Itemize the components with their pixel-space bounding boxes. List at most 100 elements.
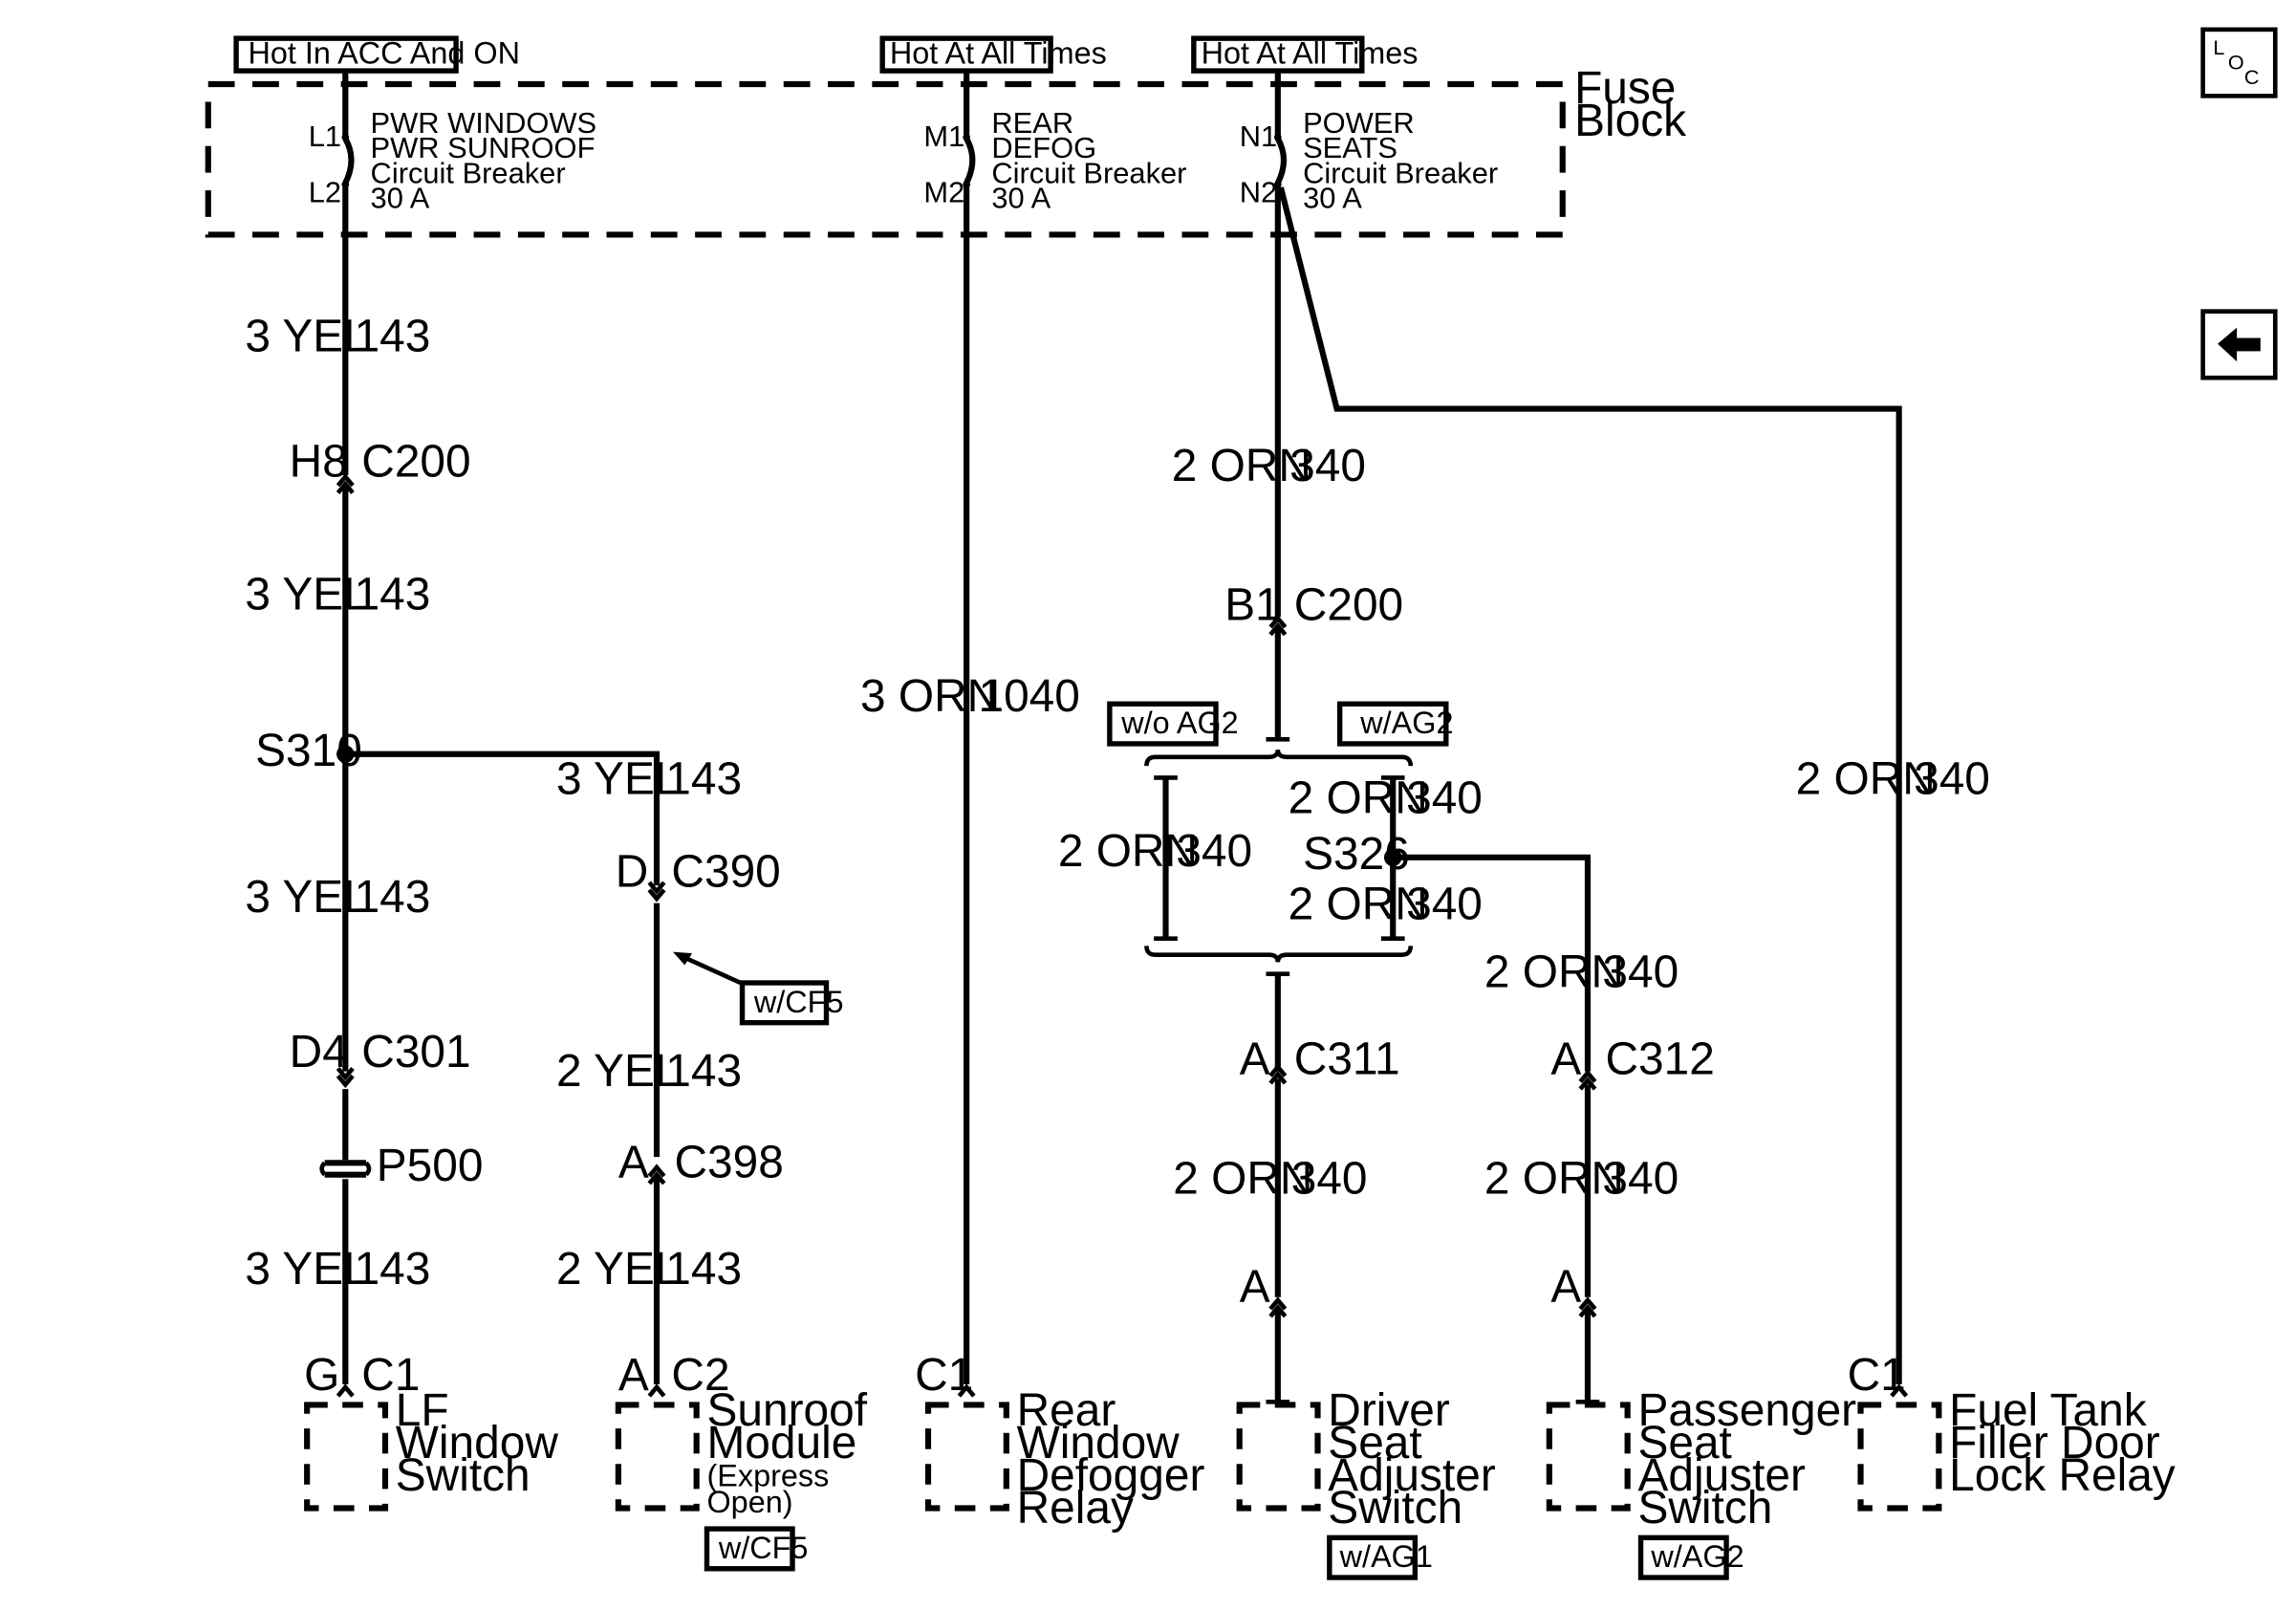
power-label-hot-2: Hot At All Times bbox=[1191, 35, 1419, 74]
wire-circuit-143-7: 143 bbox=[665, 1244, 742, 1295]
wire-label-yel-3: 3 YEL bbox=[245, 872, 368, 923]
wire-143-branch bbox=[345, 751, 661, 886]
svg-text:B1: B1 bbox=[1224, 579, 1281, 630]
svg-text:340: 340 bbox=[1406, 772, 1483, 823]
svg-text:Switch: Switch bbox=[396, 1450, 531, 1501]
breaker-rear-defog: M1 M2 REAR DEFOG Circuit Breaker 30 A bbox=[923, 71, 1186, 215]
svg-text:(Express: (Express bbox=[706, 1458, 829, 1492]
wire-label-orn-1040: 3 ORN bbox=[860, 671, 1000, 722]
svg-text:Circuit Breaker: Circuit Breaker bbox=[991, 156, 1186, 189]
svg-text:30 A: 30 A bbox=[1303, 182, 1362, 215]
back-button[interactable] bbox=[2200, 309, 2278, 381]
power-label-acc-on: Hot In ACC And ON bbox=[233, 35, 520, 74]
svg-text:Lock Relay: Lock Relay bbox=[1949, 1450, 2176, 1501]
svg-text:POWER: POWER bbox=[1303, 106, 1415, 140]
svg-text:Adjuster: Adjuster bbox=[1328, 1450, 1496, 1501]
svg-text:Circuit Breaker: Circuit Breaker bbox=[371, 156, 566, 189]
wire-label-orn-pass-2: 2 ORN bbox=[1484, 1154, 1624, 1205]
svg-text:L1: L1 bbox=[309, 120, 341, 153]
svg-text:O: O bbox=[2228, 51, 2244, 75]
wire-circuit-143-2: 143 bbox=[355, 569, 431, 620]
wire-circuit-143-1: 143 bbox=[355, 311, 431, 361]
connector-c301-d4: D4 C301 bbox=[290, 1027, 471, 1089]
svg-text:30 A: 30 A bbox=[371, 182, 430, 215]
svg-text:DEFOG: DEFOG bbox=[991, 131, 1096, 164]
svg-text:Window: Window bbox=[1017, 1418, 1180, 1469]
option-w-ag1-badge: w/AG1 bbox=[1327, 1534, 1433, 1580]
connector-c200-b1: B1 C200 bbox=[1224, 579, 1403, 637]
svg-text:Rear: Rear bbox=[1017, 1385, 1116, 1436]
svg-text:w/AG2: w/AG2 bbox=[1650, 1539, 1744, 1574]
svg-text:w/AG1: w/AG1 bbox=[1339, 1539, 1433, 1574]
svg-text:C311: C311 bbox=[1294, 1034, 1400, 1085]
wire-circuit-1040: 1040 bbox=[978, 671, 1079, 722]
wire-circuit-340-1: 340 bbox=[1289, 441, 1366, 491]
wire-circuit-143-4: 143 bbox=[355, 1244, 431, 1295]
option-wo-ag2: w/o AG2 bbox=[1107, 701, 1239, 747]
svg-text:PWR WINDOWS: PWR WINDOWS bbox=[371, 106, 597, 140]
svg-text:M2: M2 bbox=[923, 175, 964, 208]
svg-text:Relay: Relay bbox=[1017, 1483, 1134, 1534]
svg-text:C1: C1 bbox=[915, 1350, 973, 1401]
svg-text:Seat: Seat bbox=[1637, 1418, 1731, 1469]
option-w-ag2-badge: w/AG2 bbox=[1637, 1534, 1744, 1580]
svg-text:w/AG2: w/AG2 bbox=[1359, 706, 1453, 740]
component-fuel-tank-filler-door-lock-relay: C1 Fuel Tank Filler Door Lock Relay bbox=[1848, 1350, 2176, 1512]
svg-text:2 ORN: 2 ORN bbox=[1289, 880, 1428, 930]
svg-text:30 A: 30 A bbox=[991, 182, 1051, 215]
component-passenger-seat-adjuster-switch: A Passenger Seat Adjuster Switch bbox=[1546, 1261, 1856, 1534]
svg-text:Switch: Switch bbox=[1637, 1483, 1772, 1534]
svg-text:P500: P500 bbox=[377, 1141, 484, 1191]
wire-label-yel-1: 3 YEL bbox=[245, 311, 368, 361]
svg-text:Open): Open) bbox=[706, 1485, 792, 1519]
wire-label-yel-6: 2 YEL bbox=[556, 1046, 680, 1097]
svg-text:A: A bbox=[1240, 1261, 1270, 1312]
svg-text:A: A bbox=[1550, 1034, 1581, 1085]
connector-c312-a: A C312 bbox=[1550, 1034, 1715, 1091]
component-rear-window-defogger-relay: C1 Rear Window Defogger Relay bbox=[915, 1350, 1204, 1534]
loc-icon: L bbox=[2213, 35, 2224, 59]
power-label-hot-1: Hot At All Times bbox=[879, 35, 1107, 74]
option-brace-bottom bbox=[1144, 946, 1414, 963]
svg-text:w/CF5: w/CF5 bbox=[753, 985, 844, 1019]
wire-circuit-143-5: 143 bbox=[665, 753, 742, 804]
wire-label-yel-2: 3 YEL bbox=[245, 569, 368, 620]
wire-circuit-143-6: 143 bbox=[665, 1046, 742, 1097]
fuse-block-title-2: Block bbox=[1574, 96, 1686, 146]
wire-340-wo-ag2: 2 ORN 340 bbox=[1058, 775, 1252, 942]
svg-text:N2: N2 bbox=[1240, 175, 1277, 208]
svg-text:Seat: Seat bbox=[1328, 1418, 1421, 1469]
svg-text:Driver: Driver bbox=[1328, 1385, 1450, 1436]
svg-text:340: 340 bbox=[1176, 826, 1252, 877]
svg-text:C301: C301 bbox=[361, 1027, 470, 1077]
svg-text:REAR: REAR bbox=[991, 106, 1073, 140]
svg-text:A: A bbox=[618, 1138, 649, 1188]
svg-text:C: C bbox=[2244, 65, 2260, 89]
svg-text:Passenger: Passenger bbox=[1637, 1385, 1856, 1436]
svg-text:Hot At All Times: Hot At All Times bbox=[1202, 35, 1419, 70]
wire-label-orn-fuel: 2 ORN bbox=[1796, 753, 1936, 804]
wire-label-orn-1: 2 ORN bbox=[1172, 441, 1311, 491]
svg-text:Filler Door: Filler Door bbox=[1949, 1418, 2160, 1469]
wire-circuit-340-pass-1: 340 bbox=[1602, 947, 1679, 998]
svg-text:PWR SUNROOF: PWR SUNROOF bbox=[371, 131, 596, 164]
wire-circuit-340-driver: 340 bbox=[1291, 1154, 1368, 1205]
svg-text:Hot At All Times: Hot At All Times bbox=[890, 35, 1107, 70]
wire-340-passenger bbox=[1393, 854, 1592, 1072]
option-w-cf5-callout: w/CF5 bbox=[672, 951, 844, 1026]
svg-text:H8: H8 bbox=[290, 437, 348, 488]
wire-label-orn-driver: 2 ORN bbox=[1173, 1154, 1312, 1205]
svg-text:D4: D4 bbox=[290, 1027, 348, 1077]
loc-button[interactable]: L O C bbox=[2200, 27, 2278, 98]
svg-text:Adjuster: Adjuster bbox=[1637, 1450, 1806, 1501]
wire-circuit-340-pass-2: 340 bbox=[1602, 1154, 1679, 1205]
wire-label-yel-5: 3 YEL bbox=[556, 753, 680, 804]
svg-text:340: 340 bbox=[1406, 880, 1483, 930]
svg-text:Sunroof: Sunroof bbox=[706, 1385, 867, 1436]
svg-text:Defogger: Defogger bbox=[1017, 1450, 1205, 1501]
wire-circuit-143-3: 143 bbox=[355, 872, 431, 923]
left-arrow-icon bbox=[2218, 327, 2261, 362]
svg-text:M1: M1 bbox=[923, 120, 964, 153]
component-lf-window-switch: G C1 LF Window Switch bbox=[304, 1350, 558, 1512]
connector-c200-h8: H8 C200 bbox=[290, 437, 471, 495]
